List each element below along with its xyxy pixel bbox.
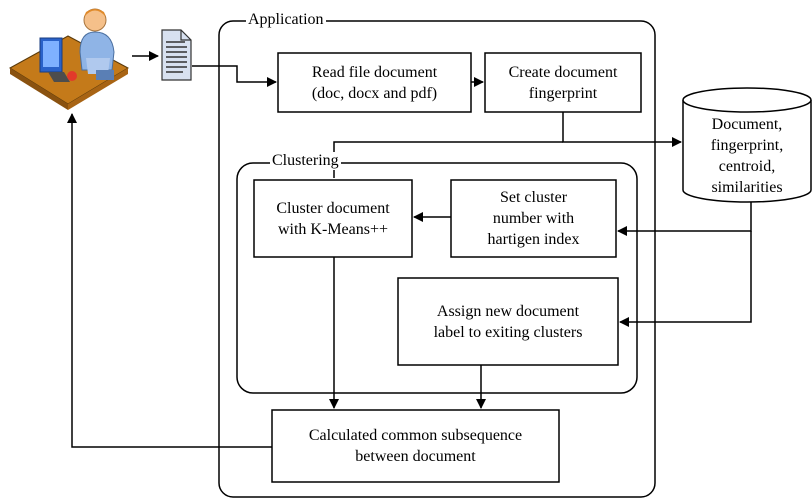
clustering-group-label: Clustering xyxy=(270,152,341,170)
assign-label-label: Assign new document label to exiting clu… xyxy=(433,302,583,341)
database-label: Document, fingerprint, centroid, similar… xyxy=(710,116,784,196)
document-icon xyxy=(161,29,192,81)
line-fingerprint-to-cluster xyxy=(333,141,563,178)
database-icon xyxy=(682,87,812,203)
calc-subsequence-label: Calculated common subsequence between do… xyxy=(308,427,523,465)
clustering-group xyxy=(236,162,638,394)
arrow-calc-to-user xyxy=(67,113,272,448)
read-file-box xyxy=(277,52,472,113)
user-at-computer-icon xyxy=(9,8,130,110)
cluster-document-label: Cluster document with K-Means++ xyxy=(276,199,390,238)
read-file-label: Read file document (doc, docx and pdf) xyxy=(311,63,438,102)
arrow-database-to-set-cluster xyxy=(617,202,752,236)
assign-label-box xyxy=(397,277,619,366)
application-group xyxy=(218,20,656,498)
application-group-label: Application xyxy=(246,11,326,29)
arrow-database-to-assign xyxy=(619,231,752,327)
cluster-document-box xyxy=(253,179,413,258)
set-cluster-number-box xyxy=(450,179,617,258)
calc-subsequence-box xyxy=(271,409,560,483)
set-cluster-number-label: Set cluster number with hartigen index xyxy=(487,189,580,248)
arrow-fingerprint-to-database xyxy=(562,112,682,147)
arrow-document-to-read-file xyxy=(192,65,277,87)
create-fingerprint-label: Create document fingerprint xyxy=(508,63,618,102)
